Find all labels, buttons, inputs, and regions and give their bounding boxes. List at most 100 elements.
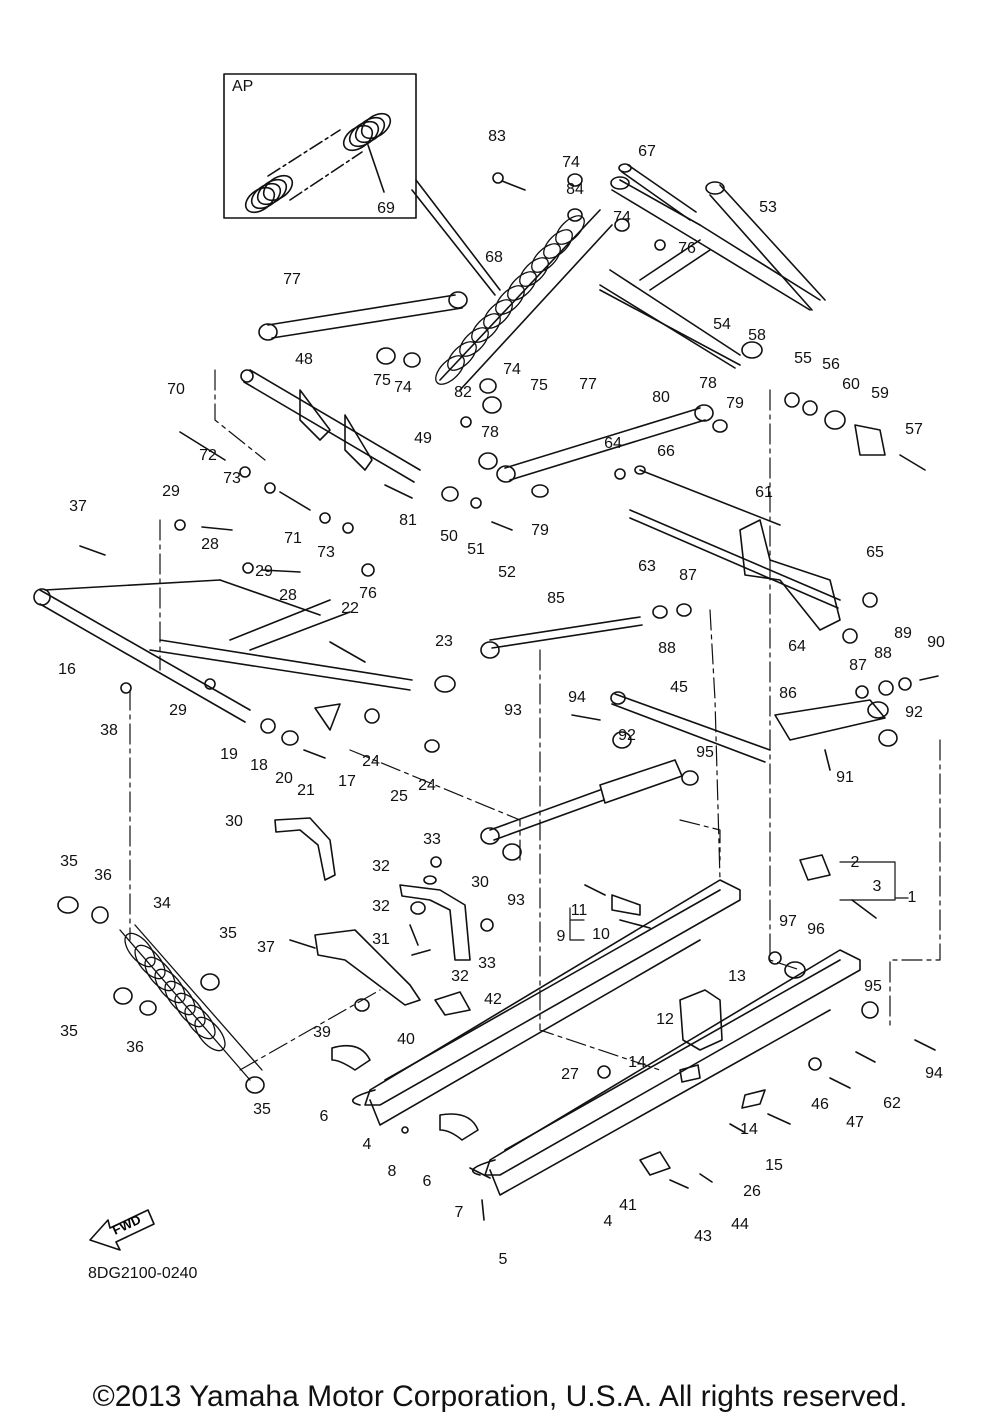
callout-label[interactable]: 44 <box>731 1216 749 1233</box>
callout-label[interactable]: 96 <box>807 921 825 938</box>
callout-label[interactable]: 32 <box>372 858 390 875</box>
callout-label[interactable]: 92 <box>618 727 636 744</box>
callout-label[interactable]: 47 <box>846 1114 864 1131</box>
callout-label[interactable]: 37 <box>69 498 87 515</box>
callout-label[interactable]: 93 <box>504 702 522 719</box>
callout-label[interactable]: 5 <box>498 1251 508 1268</box>
callout-label[interactable]: 92 <box>905 704 923 721</box>
callout-label[interactable]: 64 <box>604 435 622 452</box>
callout-label[interactable]: 93 <box>507 892 525 909</box>
callout-label[interactable]: 69 <box>377 200 395 217</box>
callout-label[interactable]: 75 <box>373 372 391 389</box>
callout-label[interactable]: 70 <box>167 381 185 398</box>
callout-label[interactable]: 61 <box>755 484 773 501</box>
callout-label[interactable]: 77 <box>579 376 597 393</box>
callout-label[interactable]: 74 <box>613 209 631 226</box>
callout-label[interactable]: 95 <box>864 978 882 995</box>
callout-label[interactable]: 14 <box>628 1054 646 1071</box>
callout-label[interactable]: 2 <box>850 854 860 871</box>
callout-label[interactable]: 62 <box>883 1095 901 1112</box>
callout-label[interactable]: 10 <box>592 926 610 943</box>
callout-label[interactable]: 33 <box>423 831 441 848</box>
callout-label[interactable]: 29 <box>169 702 187 719</box>
callout-label[interactable]: 88 <box>658 640 676 657</box>
callout-label[interactable]: 50 <box>440 528 458 545</box>
callout-label[interactable]: 55 <box>794 350 812 367</box>
callout-label[interactable]: 34 <box>153 895 171 912</box>
callout-label[interactable]: 76 <box>678 240 696 257</box>
callout-label[interactable]: 4 <box>362 1136 372 1153</box>
callout-label[interactable]: 79 <box>531 522 549 539</box>
callout-label[interactable]: 79 <box>726 395 744 412</box>
callout-label[interactable]: 6 <box>319 1108 329 1125</box>
callout-label[interactable]: 94 <box>925 1065 943 1082</box>
callout-label[interactable]: 68 <box>485 249 503 266</box>
callout-label[interactable]: 32 <box>372 898 390 915</box>
callout-label[interactable]: 51 <box>467 541 485 558</box>
callout-label[interactable]: 36 <box>94 867 112 884</box>
callout-label[interactable]: 40 <box>397 1031 415 1048</box>
callout-label[interactable]: 16 <box>58 661 76 678</box>
callout-label[interactable]: 1 <box>907 889 917 906</box>
callout-label[interactable]: 28 <box>279 587 297 604</box>
callout-label[interactable]: 56 <box>822 356 840 373</box>
callout-label[interactable]: 67 <box>638 143 656 160</box>
callout-label[interactable]: 75 <box>530 377 548 394</box>
callout-label[interactable]: 65 <box>866 544 884 561</box>
callout-label[interactable]: 58 <box>748 327 766 344</box>
callout-label[interactable]: 60 <box>842 376 860 393</box>
callout-label[interactable]: 74 <box>562 154 580 171</box>
callout-label[interactable]: 31 <box>372 931 390 948</box>
callout-label[interactable]: 78 <box>699 375 717 392</box>
callout-label[interactable]: 25 <box>390 788 408 805</box>
callout-label[interactable]: 12 <box>656 1011 674 1028</box>
callout-label[interactable]: 22 <box>341 600 359 617</box>
callout-label[interactable]: 85 <box>547 590 565 607</box>
callout-label[interactable]: 29 <box>255 563 273 580</box>
callout-label[interactable]: 21 <box>297 782 315 799</box>
callout-label[interactable]: 84 <box>566 181 584 198</box>
callout-label[interactable]: 95 <box>696 744 714 761</box>
callout-label[interactable]: 26 <box>743 1183 761 1200</box>
callout-label[interactable]: 87 <box>849 657 867 674</box>
callout-label[interactable]: 94 <box>568 689 586 706</box>
callout-label[interactable]: 87 <box>679 567 697 584</box>
callout-label[interactable]: 80 <box>652 389 670 406</box>
callout-label[interactable]: 83 <box>488 128 506 145</box>
callout-label[interactable]: 76 <box>359 585 377 602</box>
callout-label[interactable]: 18 <box>250 757 268 774</box>
callout-label[interactable]: 88 <box>874 645 892 662</box>
callout-label[interactable]: 43 <box>694 1228 712 1245</box>
callout-label[interactable]: 91 <box>836 769 854 786</box>
callout-label[interactable]: 42 <box>484 991 502 1008</box>
callout-label[interactable]: 90 <box>927 634 945 651</box>
callout-label[interactable]: 11 <box>570 902 588 919</box>
callout-label[interactable]: 89 <box>894 625 912 642</box>
callout-label[interactable]: 17 <box>338 773 356 790</box>
callout-label[interactable]: 29 <box>162 483 180 500</box>
callout-label[interactable]: 78 <box>481 424 499 441</box>
callout-label[interactable]: 37 <box>257 939 275 956</box>
callout-label[interactable]: 45 <box>670 679 688 696</box>
callout-label[interactable]: 97 <box>779 913 797 930</box>
callout-label[interactable]: 74 <box>503 361 521 378</box>
callout-label[interactable]: 86 <box>779 685 797 702</box>
callout-label[interactable]: 8 <box>387 1163 397 1180</box>
callout-label[interactable]: 35 <box>253 1101 271 1118</box>
callout-label[interactable]: 36 <box>126 1039 144 1056</box>
callout-label[interactable]: 14 <box>740 1121 758 1138</box>
callout-label[interactable]: 49 <box>414 430 432 447</box>
callout-label[interactable]: 30 <box>225 813 243 830</box>
callout-label[interactable]: 32 <box>451 968 469 985</box>
callout-label[interactable]: 24 <box>418 777 436 794</box>
callout-label[interactable]: 74 <box>394 379 412 396</box>
callout-label[interactable]: 28 <box>201 536 219 553</box>
callout-label[interactable]: 20 <box>275 770 293 787</box>
callout-label[interactable]: 15 <box>765 1157 783 1174</box>
callout-label[interactable]: 33 <box>478 955 496 972</box>
callout-label[interactable]: 7 <box>454 1204 464 1221</box>
callout-label[interactable]: 63 <box>638 558 656 575</box>
callout-label[interactable]: 6 <box>422 1173 432 1190</box>
callout-label[interactable]: 54 <box>713 316 731 333</box>
callout-label[interactable]: 77 <box>283 271 301 288</box>
